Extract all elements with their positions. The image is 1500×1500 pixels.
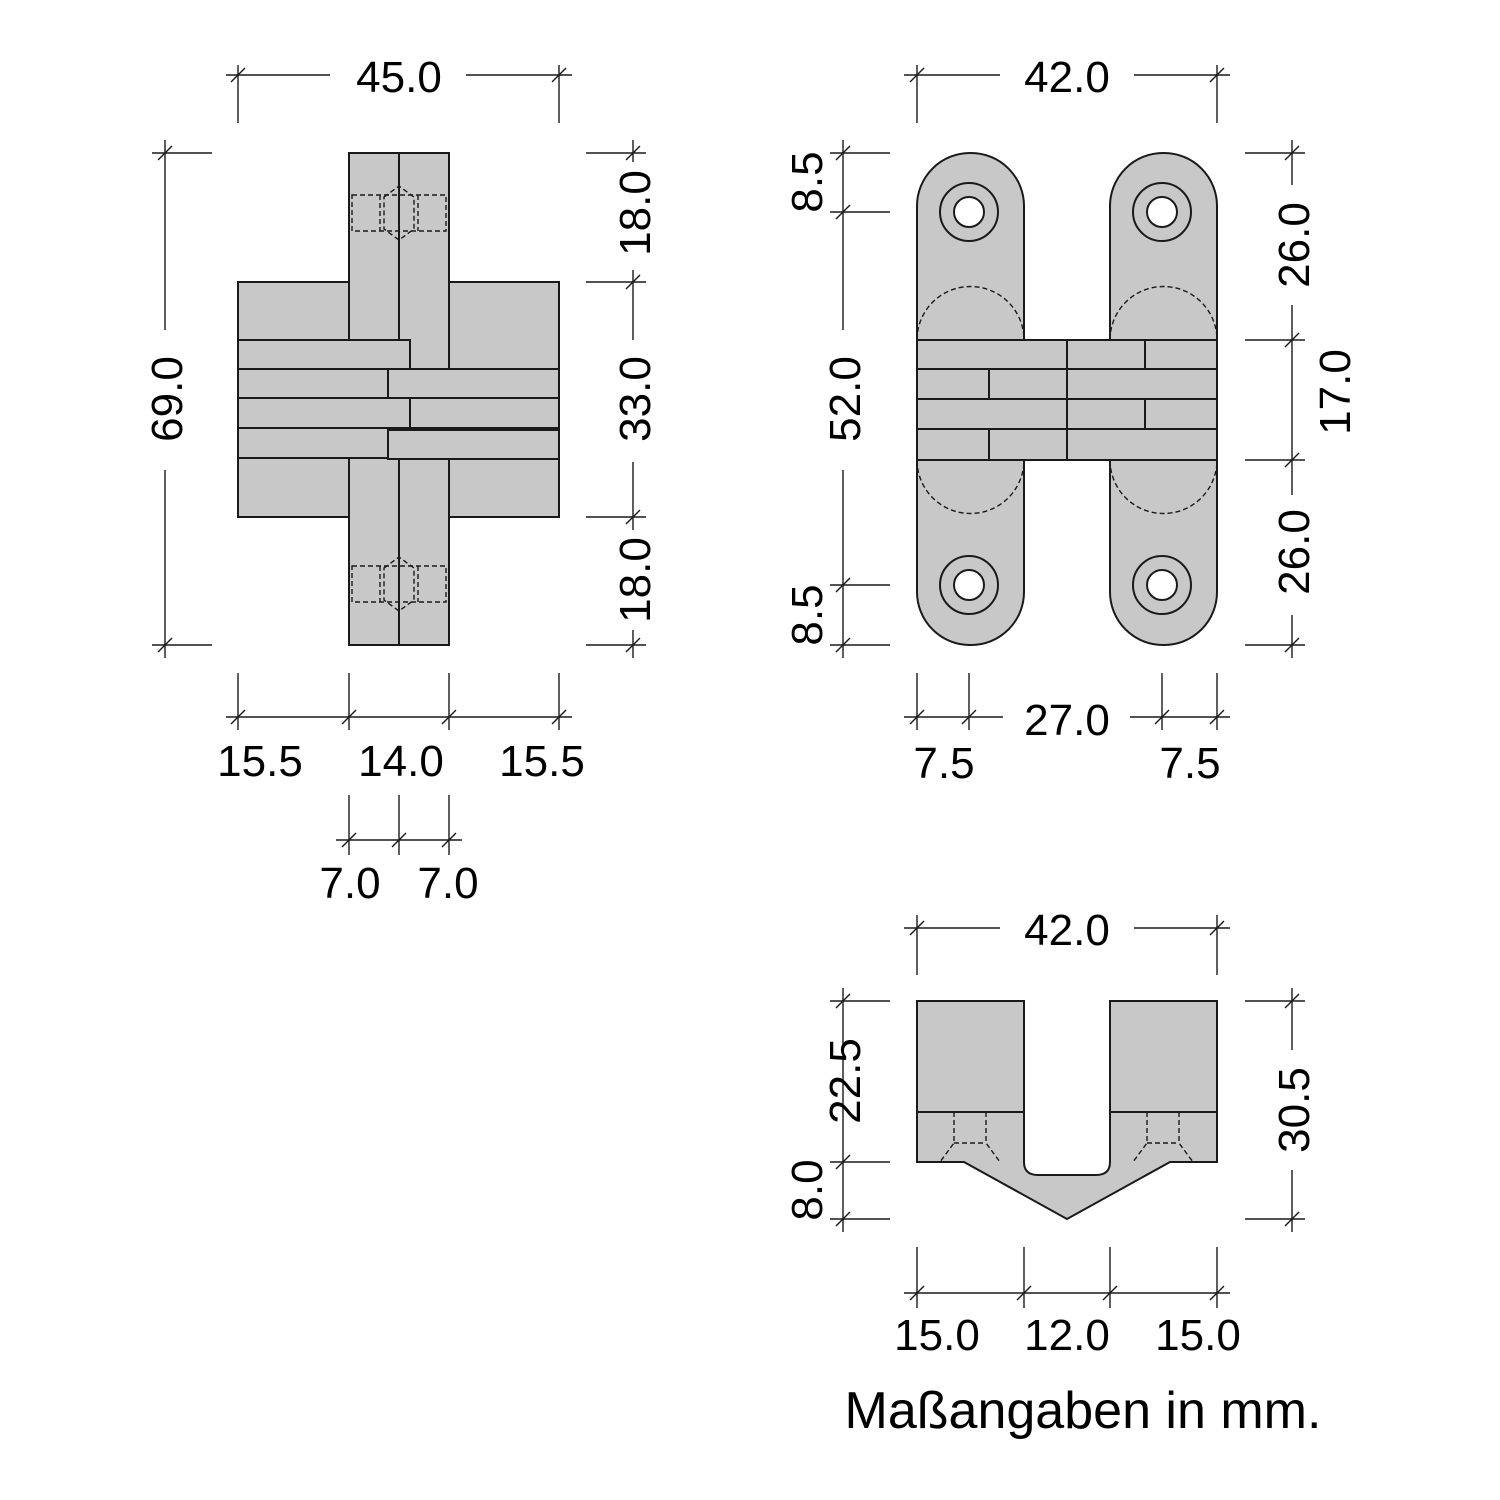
dim-front-left: 15.5: [217, 737, 303, 786]
dim-front-top-width: 45.0: [356, 53, 442, 102]
dim-front-half-right: 7.0: [417, 859, 478, 908]
dim-plan-left-upper: 22.5: [821, 1038, 870, 1124]
dim-side-top-offset: 8.5: [783, 151, 832, 212]
dim-front-top-part: 18.0: [611, 170, 660, 256]
dim-plan-right-total: 30.5: [1270, 1067, 1319, 1153]
dim-side-bottom-offset: 8.5: [783, 584, 832, 645]
dim-side-bottom-center: 27.0: [1024, 696, 1110, 745]
dim-side-lower-right: 26.0: [1270, 509, 1319, 595]
dim-plan-bottom-left: 15.0: [894, 1311, 980, 1360]
dim-front-height-total: 69.0: [143, 356, 192, 442]
front-view: 45.0 69.0 18.0 33.0 18.0 15: [143, 53, 660, 908]
dim-plan-bottom-center: 12.0: [1024, 1311, 1110, 1360]
dim-front-half-left: 7.0: [319, 859, 380, 908]
dim-side-height: 52.0: [821, 356, 870, 442]
dim-front-center: 14.0: [358, 737, 444, 786]
dim-side-bottom-right: 7.5: [1159, 739, 1220, 788]
plan-view: 42.0 22.5 8.0 30.5 15.0 12.0 15.0: [783, 906, 1319, 1360]
dim-plan-bottom-right: 15.0: [1155, 1311, 1241, 1360]
dim-front-right: 15.5: [499, 737, 585, 786]
dim-side-top-width: 42.0: [1024, 53, 1110, 102]
plan-view-body: [916, 1000, 1218, 1221]
dim-front-middle-part: 33.0: [611, 356, 660, 442]
dim-plan-top-width: 42.0: [1024, 906, 1110, 955]
dim-plan-left-lower: 8.0: [783, 1159, 832, 1220]
dim-side-bottom-left: 7.5: [913, 739, 974, 788]
dim-side-middle-right: 17.0: [1311, 349, 1360, 435]
side-view: 42.0 8.5 52.0 8.5 26.0 17.0 26.0: [783, 53, 1360, 788]
dim-side-upper-right: 26.0: [1270, 202, 1319, 288]
dim-front-bottom-part: 18.0: [611, 537, 660, 623]
units-note: Maßangaben in mm.: [845, 1382, 1322, 1440]
